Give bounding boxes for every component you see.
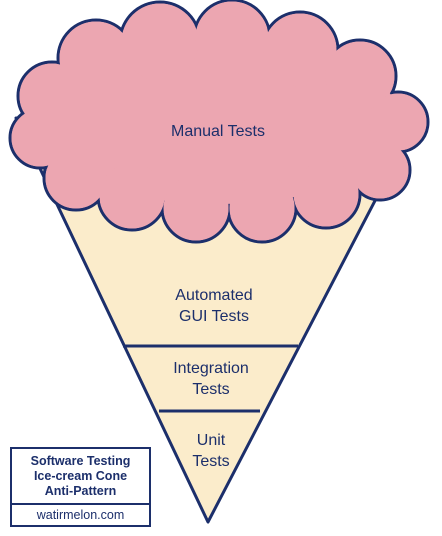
diagram-caption-box: Software Testing Ice-cream Cone Anti-Pat… xyxy=(10,447,151,527)
caption-credit: watirmelon.com xyxy=(36,508,125,522)
manual-tests-cloud xyxy=(8,0,430,244)
automated-gui-tests-label-line1: Automated xyxy=(175,287,252,304)
caption-line-1: Software Testing xyxy=(30,453,131,468)
automated-gui-tests-label-line2: GUI Tests xyxy=(179,308,249,325)
unit-tests-label-line1: Unit xyxy=(197,432,226,449)
caption-title: Software Testing Ice-cream Cone Anti-Pat… xyxy=(12,449,149,505)
unit-tests-label-line2: Tests xyxy=(192,453,229,470)
caption-line-2: Ice-cream Cone xyxy=(33,468,128,483)
caption-line-3: Anti-Pattern xyxy=(44,483,117,498)
integration-tests-label-line1: Integration xyxy=(173,360,249,377)
manual-tests-label: Manual Tests xyxy=(171,123,265,140)
integration-tests-label-line2: Tests xyxy=(192,381,229,398)
